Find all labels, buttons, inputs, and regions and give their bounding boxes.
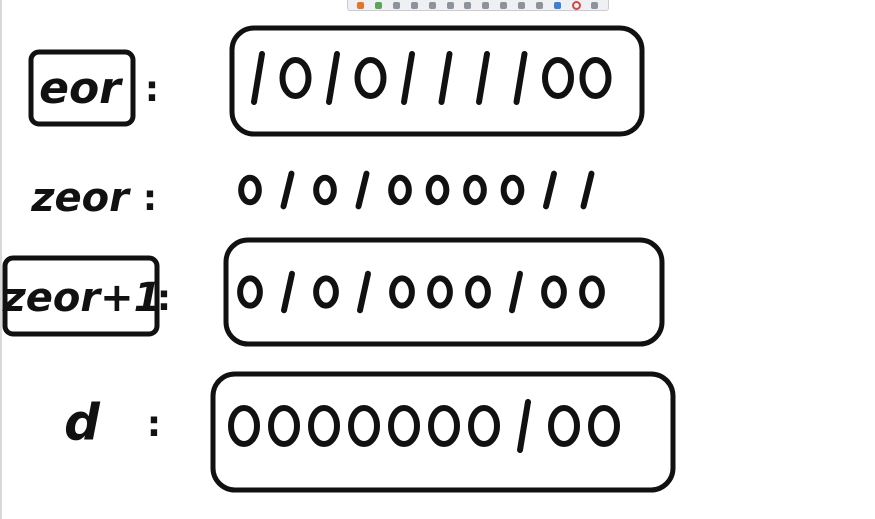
row-separator: : (147, 404, 161, 445)
label-box (2, 255, 160, 337)
eraser-icon[interactable] (535, 1, 543, 9)
digit-zero (313, 275, 339, 309)
cut-icon[interactable] (518, 1, 526, 9)
row-label: eor (39, 63, 123, 114)
page-icon[interactable] (464, 1, 472, 9)
value-box (223, 237, 665, 347)
digit-one (517, 399, 531, 453)
color-icon[interactable] (571, 0, 581, 10)
highlighter-icon[interactable] (553, 1, 561, 9)
digit-one (357, 270, 371, 314)
row-separator: : (143, 178, 157, 219)
value-box (210, 371, 676, 493)
digit-zero (237, 275, 263, 309)
pen-icon[interactable] (482, 1, 490, 9)
digit-zero (588, 405, 620, 447)
digit-one (281, 270, 295, 314)
digit-zero (268, 405, 300, 447)
text-icon[interactable] (446, 1, 454, 9)
digit-zero (579, 57, 612, 99)
drawing-toolbar[interactable] (347, 0, 609, 11)
digit-zero (542, 57, 574, 99)
canvas-left-edge (0, 0, 2, 519)
undo-icon[interactable] (357, 1, 365, 9)
row-separator: : (157, 278, 171, 319)
digit-zero (228, 405, 260, 447)
digit-zero (500, 174, 525, 206)
digit-zero (354, 57, 387, 99)
digit-one (401, 51, 415, 105)
digit-zero (427, 275, 453, 309)
digit-zero (308, 405, 340, 447)
digit-zero (428, 405, 460, 447)
digit-zero (313, 174, 337, 206)
digit-one (513, 51, 528, 105)
digit-one (280, 170, 295, 210)
digit-zero (548, 405, 580, 447)
lasso-icon[interactable] (410, 1, 418, 9)
digit-one (509, 270, 523, 314)
digit-zero (468, 405, 500, 447)
digit-zero (541, 275, 567, 309)
digit-one (251, 51, 265, 105)
redo-icon[interactable] (375, 1, 383, 9)
label-box (28, 49, 136, 127)
digit-one (355, 170, 370, 210)
more-icon[interactable] (591, 1, 599, 9)
digit-zero (463, 174, 487, 206)
row-label: zeor (30, 175, 131, 221)
digit-one (580, 170, 595, 210)
digit-zero (465, 275, 491, 309)
digit-one (438, 51, 453, 105)
digit-zero (425, 174, 450, 206)
digit-zero (238, 174, 262, 206)
digit-zero (389, 275, 415, 309)
digit-one (326, 51, 340, 105)
value-box (229, 25, 645, 137)
digit-zero (388, 405, 420, 447)
digit-one (476, 51, 490, 105)
digit-one (543, 170, 557, 210)
row-label: d (64, 394, 101, 452)
digit-zero (388, 174, 412, 206)
row-label: zeor+1 (2, 275, 162, 321)
zoom-icon[interactable] (393, 1, 401, 9)
select-icon[interactable] (428, 1, 436, 9)
digit-zero (579, 275, 605, 309)
digit-zero (348, 405, 380, 447)
shape-icon[interactable] (500, 1, 508, 9)
row-separator: : (145, 69, 159, 110)
digit-zero (279, 57, 312, 99)
